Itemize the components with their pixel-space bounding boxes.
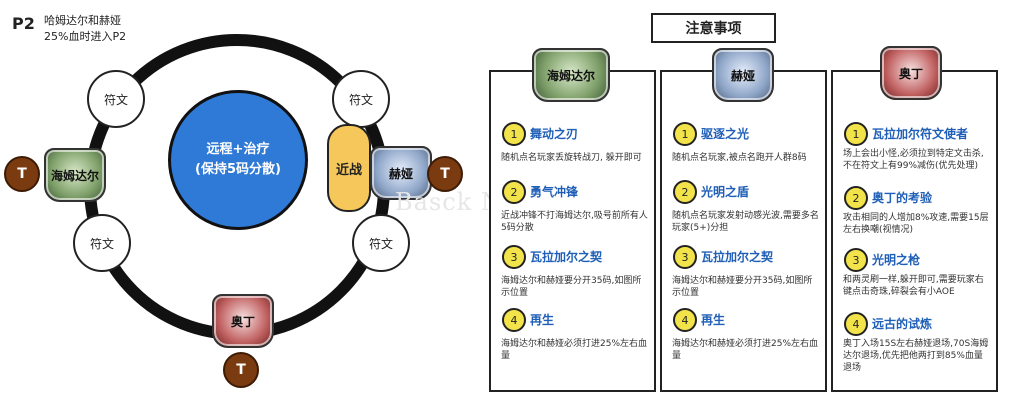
column-boss-odin: 奥丁: [880, 46, 942, 100]
item-number: 2: [502, 180, 526, 204]
tank-marker-bottom: T: [223, 352, 259, 388]
ability-name: 光明之盾: [701, 185, 750, 199]
ability-desc: 近战冲锋不打海姆达尔,吸号前所有人5码分散: [501, 211, 648, 233]
item-number: 1: [502, 122, 526, 146]
ability-name: 舞动之刃: [530, 127, 579, 141]
rune-top-left: 符文: [87, 70, 145, 128]
ability-desc: 攻击相同的人增加8%攻速,需要15层左右换嘲(视情况): [843, 213, 989, 235]
item-number: 2: [844, 186, 868, 210]
ability-desc: 随机点名玩家发射动感光波,需要多名玩家(5+)分担: [672, 211, 819, 233]
column-heya-list: 1 驱逐之光 随机点名玩家,被点名跑开人群8码 2 光明之盾 随机点名玩家发射动…: [660, 70, 823, 388]
ability-name: 瓦拉加尔符文使者: [872, 127, 969, 141]
melee-zone: 近战: [327, 124, 371, 212]
item-number: 4: [844, 312, 868, 336]
column-boss-hamdal: 海姆达尔: [532, 48, 610, 102]
item-number: 4: [502, 308, 526, 332]
spread-instruction: (保持5码分散): [195, 162, 281, 177]
ability-name: 光明之枪: [872, 253, 921, 267]
ranged-healer-zone: 远程+治疗 (保持5码分散): [168, 90, 308, 230]
item-number: 1: [844, 122, 868, 146]
column-odin-list: 1 瓦拉加尔符文使者 场上会出小怪,必须拉到特定文击杀,不在符文上有99%减伤(…: [831, 70, 994, 388]
ability-desc: 场上会出小怪,必须拉到特定文击杀,不在符文上有99%减伤(优先处理): [843, 149, 984, 171]
tank-marker-left: T: [4, 156, 40, 192]
ability-desc: 奥丁入场15S左右赫娅退场,70S海姆达尔退场,优先把他两打到85%血量退场: [843, 339, 989, 373]
phase-label: P2: [12, 14, 35, 33]
ability-name: 瓦拉加尔之契: [701, 250, 774, 264]
ability-desc: 随机点名玩家丢旋转战刀, 躲开即可: [501, 153, 642, 163]
rune-bottom-left: 符文: [73, 214, 131, 272]
ability-name: 驱逐之光: [701, 127, 750, 141]
phase-bosses: 哈姆达尔和赫娅: [44, 14, 121, 27]
ability-desc: 海姆达尔和赫娅必须打进25%左右血量: [672, 339, 819, 361]
item-number: 1: [673, 122, 697, 146]
phase-trigger: 25%血时进入P2: [44, 30, 127, 43]
rune-top-right: 符文: [332, 70, 390, 128]
ability-name: 勇气冲锋: [530, 185, 579, 199]
column-hamdal-list: 1 舞动之刃 随机点名玩家丢旋转战刀, 躲开即可 2 勇气冲锋 近战冲锋不打海姆…: [489, 70, 652, 388]
tank-marker-right: T: [427, 156, 463, 192]
item-number: 3: [673, 245, 697, 269]
item-number: 2: [673, 180, 697, 204]
column-boss-heya: 赫娅: [712, 48, 774, 102]
ability-name: 再生: [701, 313, 726, 327]
ability-desc: 海姆达尔和赫娅必须打进25%左右血量: [501, 339, 648, 361]
boss-hamdal-marker: 海姆达尔: [44, 148, 106, 202]
ability-desc: 海姆达尔和赫娅要分开35码,如图所示位置: [501, 276, 642, 298]
ability-name: 瓦拉加尔之契: [530, 250, 603, 264]
ranged-healer-label: 远程+治疗: [206, 142, 270, 157]
item-number: 3: [844, 248, 868, 272]
boss-odin-marker: 奥丁: [212, 294, 274, 348]
item-number: 3: [502, 245, 526, 269]
rune-bottom-right: 符文: [352, 214, 410, 272]
ability-desc: 随机点名玩家,被点名跑开人群8码: [672, 153, 807, 163]
notice-title: 注意事项: [651, 13, 776, 43]
item-number: 4: [673, 308, 697, 332]
ability-name: 奥丁的考验: [872, 191, 933, 205]
ability-name: 远古的试炼: [872, 317, 933, 331]
ability-desc: 和两灵刷一样,躲开即可,需要玩家右键点击奇珠,碎裂会有小AOE: [843, 275, 984, 297]
ability-desc: 海姆达尔和赫娅要分开35码,如图所示位置: [672, 276, 813, 298]
ability-name: 再生: [530, 313, 555, 327]
